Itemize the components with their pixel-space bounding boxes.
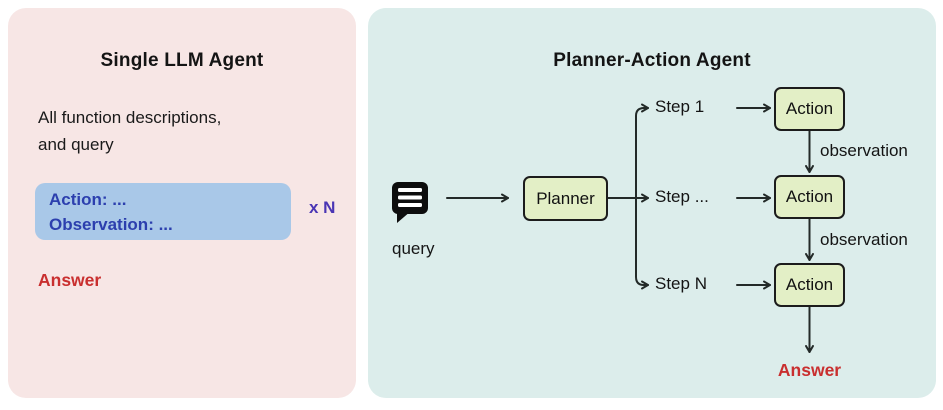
arrow-planner-to-step-n <box>635 197 649 290</box>
single-llm-agent-panel: Single LLM Agent All function descriptio… <box>8 8 356 398</box>
observation-line: Observation: ... <box>49 215 173 234</box>
chat-message-icon <box>392 182 428 223</box>
query-label: query <box>392 239 435 258</box>
prompt-description-line1: All function descriptions, <box>38 108 222 127</box>
observation-label-2: observation <box>820 230 908 249</box>
step-1-label: Step 1 <box>655 97 705 116</box>
action-node-1: Action <box>774 87 845 131</box>
action-node-3-label: Action <box>785 275 834 294</box>
left-panel-title: Single LLM Agent <box>100 50 264 71</box>
prompt-description-line2: and query <box>38 135 114 154</box>
right-panel-title: Planner-Action Agent <box>553 50 751 71</box>
action-observation-box: Action: ... Observation: ... <box>35 183 291 240</box>
step-ellipsis-label: Step ... <box>655 187 709 206</box>
repeat-multiplier-label: x N <box>309 198 336 217</box>
observation-label-1: observation <box>820 141 908 160</box>
right-answer-label: Answer <box>777 360 842 380</box>
action-node-3: Action <box>774 263 845 307</box>
planner-action-agent-panel: Planner-Action Agent <box>368 8 936 398</box>
planner-node: Planner <box>523 176 608 221</box>
action-node-2: Action <box>774 175 845 219</box>
action-node-2-label: Action <box>785 187 834 206</box>
prompt-description: All function descriptions, and query <box>38 104 221 158</box>
action-line: Action: ... <box>49 190 127 209</box>
step-n-label: Step N <box>655 274 707 293</box>
arrow-planner-to-step-1 <box>635 103 649 199</box>
left-answer-label: Answer <box>38 270 102 290</box>
planner-node-label: Planner <box>536 188 595 208</box>
action-node-1-label: Action <box>785 99 834 118</box>
